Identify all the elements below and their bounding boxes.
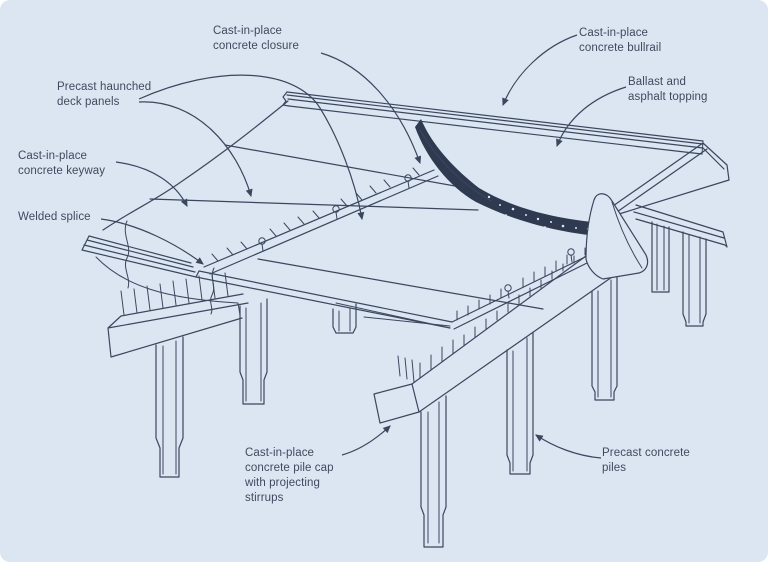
deck-right-corner bbox=[612, 142, 730, 215]
leader-ballast bbox=[556, 86, 627, 148]
label-bullrail: Cast-in-place concrete bullrail bbox=[579, 27, 662, 54]
leader-panels-1 bbox=[138, 101, 253, 198]
label-ballast: Ballast and asphalt topping bbox=[628, 76, 708, 103]
leader-lines bbox=[100, 34, 627, 459]
left-pile-front bbox=[155, 336, 184, 478]
front-pile-cap bbox=[373, 241, 633, 424]
bullrail-cross-section bbox=[585, 193, 649, 280]
ballast-band bbox=[415, 119, 612, 237]
front-cap-pile-2 bbox=[506, 332, 534, 475]
leader-closure bbox=[320, 52, 422, 165]
right-pile-cap bbox=[633, 204, 728, 248]
welded-splice-plates bbox=[258, 174, 412, 252]
label-deck-panels: Precast haunched deck panels bbox=[57, 81, 152, 108]
leader-bullrail bbox=[502, 34, 578, 107]
leader-piles bbox=[535, 434, 602, 459]
label-piles: Precast concrete piles bbox=[602, 447, 690, 474]
deck-slab bbox=[81, 100, 544, 329]
label-closure: Cast-in-place concrete closure bbox=[213, 25, 299, 52]
front-cap-pile-3 bbox=[591, 273, 618, 401]
label-pile-cap: Cast-in-place concrete pile cap with pro… bbox=[245, 447, 334, 504]
left-pile-rear bbox=[239, 298, 268, 405]
leader-welded-splice bbox=[100, 218, 204, 265]
deck-front-edge-on-cap bbox=[451, 248, 588, 330]
leader-panels-2 bbox=[138, 74, 365, 221]
label-keyway: Cast-in-place concrete keyway bbox=[18, 150, 106, 177]
leader-pile-cap bbox=[341, 425, 391, 456]
leader-keyway bbox=[115, 161, 188, 208]
keyway-joint-line bbox=[224, 144, 456, 187]
right-front-pile bbox=[682, 231, 707, 327]
closure-strip bbox=[203, 167, 439, 275]
front-cap-pile-1 bbox=[420, 395, 447, 548]
label-welded-splice: Welded splice bbox=[18, 211, 91, 223]
right-rear-pile bbox=[651, 221, 670, 293]
left-pile-cap bbox=[107, 272, 249, 358]
hidden-cap-pile-stub bbox=[332, 303, 357, 334]
